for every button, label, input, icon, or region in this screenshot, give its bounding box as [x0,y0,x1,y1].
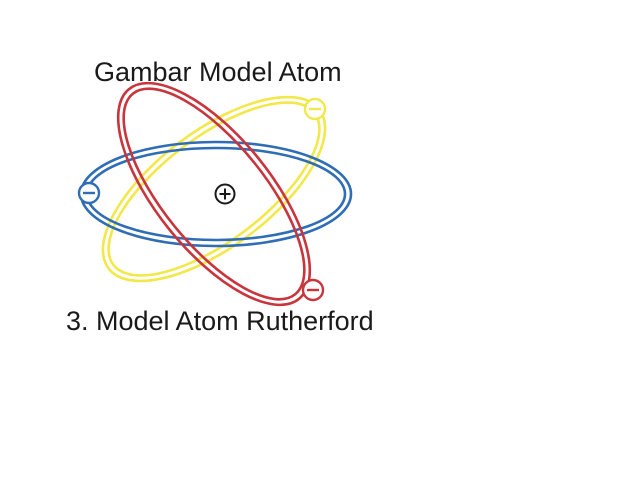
electron-red [301,278,325,302]
diagram-title: Gambar Model Atom [94,57,342,87]
electron-yellow [303,97,327,121]
diagram-caption: 3. Model Atom Rutherford [66,306,374,336]
red-orbit [116,81,312,307]
electron-blue [77,181,101,205]
nucleus [214,183,236,205]
